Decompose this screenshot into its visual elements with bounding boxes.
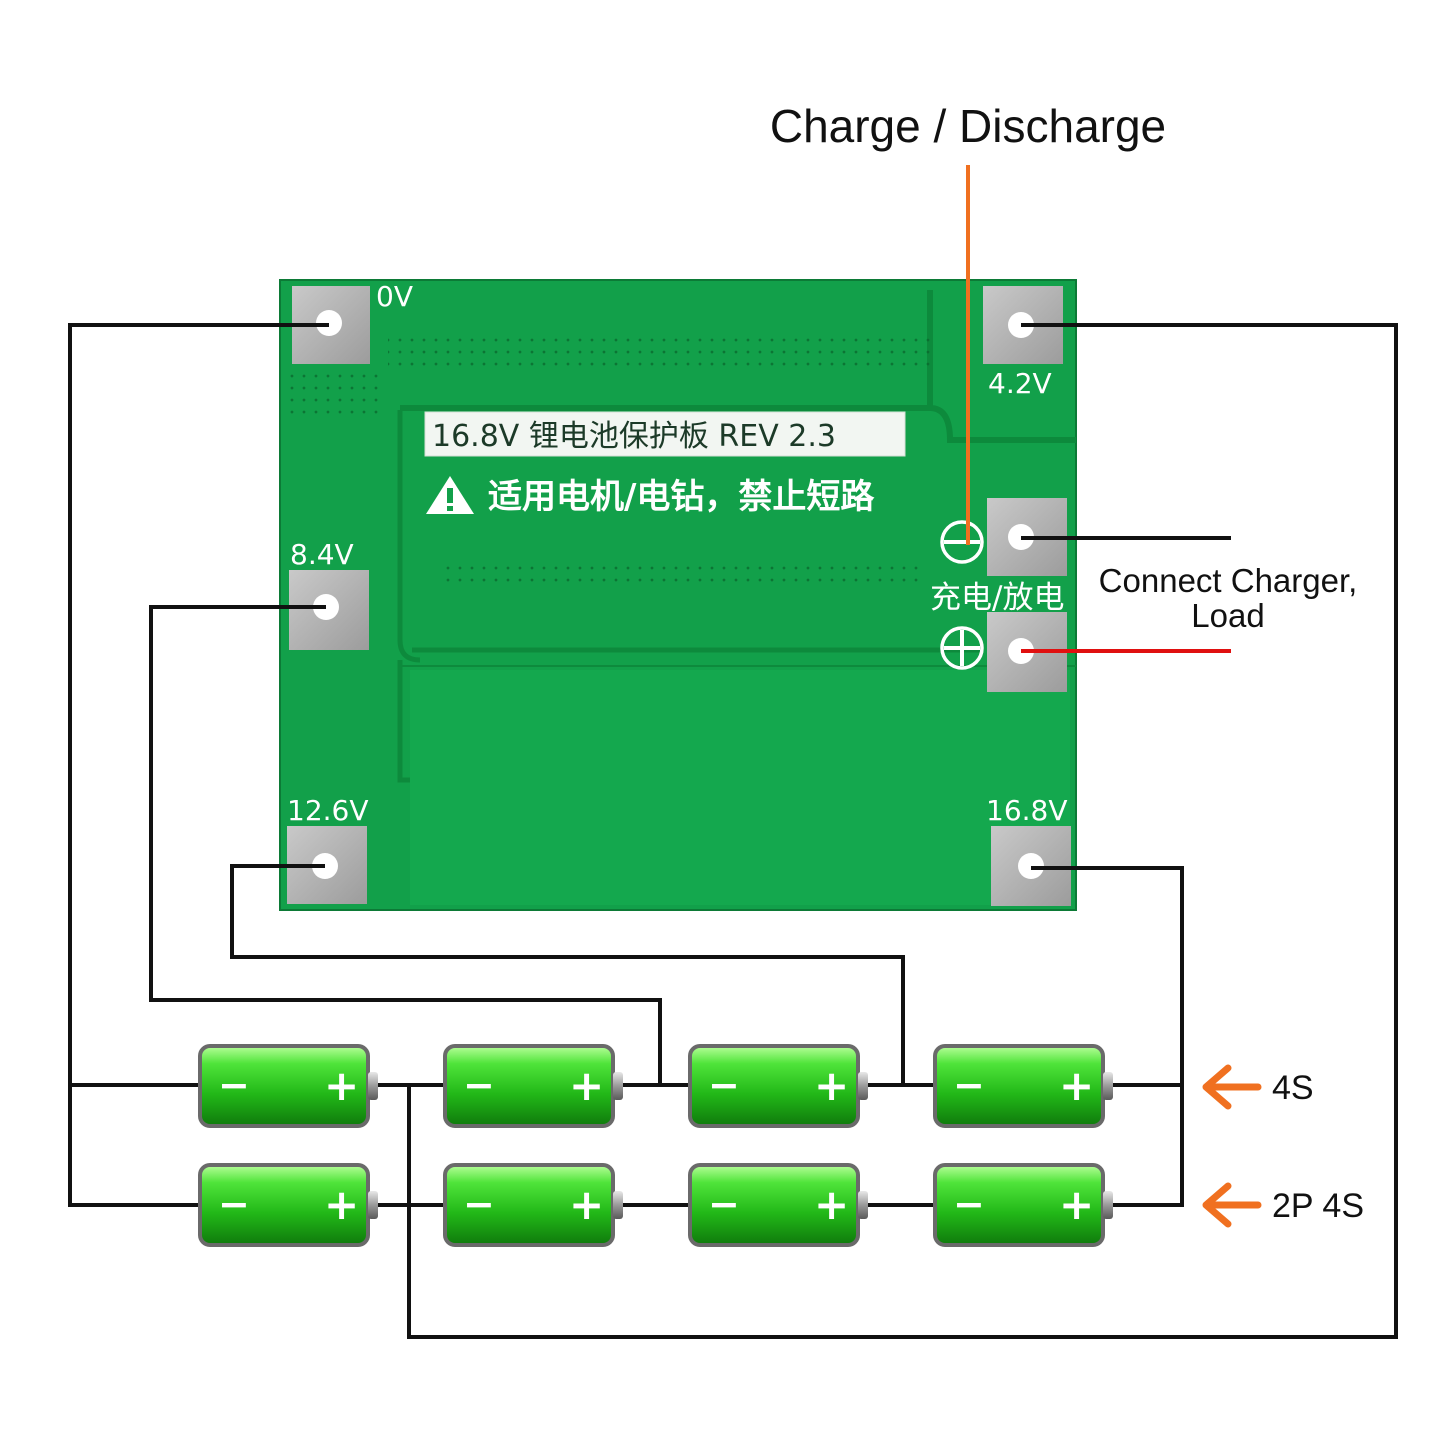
battery-cell: − + xyxy=(198,1044,378,1128)
wire-8-4v xyxy=(149,605,662,1085)
battery-positive-sign: + xyxy=(569,1180,604,1229)
board-label: 16.8V 锂电池保护板 REV 2.3 xyxy=(424,411,906,457)
arrow-left-icon xyxy=(1202,1064,1262,1110)
pad-8-4v xyxy=(289,570,369,650)
config-4s-label: 4S xyxy=(1272,1069,1314,1107)
pad-labels: 0V 4.2V 8.4V 12.6V 16.8V xyxy=(287,280,1068,827)
battery-cell: − + xyxy=(933,1163,1113,1247)
battery-positive-sign: + xyxy=(324,1061,359,1110)
battery-cell: − + xyxy=(933,1044,1113,1128)
config-4s: 4S xyxy=(1202,1064,1314,1110)
connect-label-line1: Connect Charger, xyxy=(1099,562,1358,599)
wire-16-8v xyxy=(1031,866,1184,1207)
battery-negative-sign: − xyxy=(463,1063,495,1107)
battery-negative-sign: − xyxy=(463,1182,495,1226)
battery-negative-sign: − xyxy=(953,1182,985,1226)
config-2p4s: 2P 4S xyxy=(1202,1182,1364,1228)
battery-negative-sign: − xyxy=(218,1063,250,1107)
battery-negative-sign: − xyxy=(218,1182,250,1226)
battery-cell: − + xyxy=(688,1163,868,1247)
battery-positive-sign: + xyxy=(814,1061,849,1110)
wires xyxy=(68,323,1398,1339)
diagram-title: Charge / Discharge xyxy=(770,100,1166,152)
port-label: 充电/放电 xyxy=(930,580,1064,616)
pad-12-6v xyxy=(287,826,367,904)
board-warning: 适用电机/电钻，禁止短路 xyxy=(426,476,875,517)
connect-label-line2: Load xyxy=(1191,597,1264,634)
battery-positive-sign: + xyxy=(1059,1180,1094,1229)
connect-label: Connect Charger, Load xyxy=(1099,562,1358,634)
pad-label-16-8v: 16.8V xyxy=(986,794,1068,827)
config-2p4s-label: 2P 4S xyxy=(1272,1187,1364,1225)
wire-12-6v xyxy=(230,864,905,1085)
battery-negative-sign: − xyxy=(708,1182,740,1226)
battery-cell: − + xyxy=(688,1044,868,1128)
pad-label-0v: 0V xyxy=(376,280,413,313)
wire-link-c xyxy=(865,1083,935,1207)
warning-text: 适用电机/电钻，禁止短路 xyxy=(488,477,875,517)
pad-label-4-2v: 4.2V xyxy=(988,367,1052,400)
board-label-text: 16.8V 锂电池保护板 REV 2.3 xyxy=(432,419,836,454)
port-symbols: 充电/放电 xyxy=(930,520,1064,670)
battery-positive-sign: + xyxy=(814,1180,849,1229)
pcb-board xyxy=(279,279,1077,911)
arrow-left-icon xyxy=(1202,1182,1262,1228)
battery-positive-sign: + xyxy=(324,1180,359,1229)
wire-link-a-row2 xyxy=(375,1083,445,1207)
battery-pack: − + − + − + − + − + xyxy=(198,1044,1113,1247)
battery-positive-sign: + xyxy=(569,1061,604,1110)
wire-0v xyxy=(68,323,329,1207)
battery-negative-sign: − xyxy=(708,1063,740,1107)
wire-link-b xyxy=(620,1083,690,1207)
plus-symbol xyxy=(940,626,984,670)
pad-label-12-6v: 12.6V xyxy=(287,794,369,827)
battery-cell: − + xyxy=(443,1163,623,1247)
pad-label-8-4v: 8.4V xyxy=(290,538,354,571)
minus-symbol xyxy=(940,520,984,564)
battery-cell: − + xyxy=(198,1163,378,1247)
battery-negative-sign: − xyxy=(953,1063,985,1107)
battery-positive-sign: + xyxy=(1059,1061,1094,1110)
battery-cell: − + xyxy=(443,1044,623,1128)
